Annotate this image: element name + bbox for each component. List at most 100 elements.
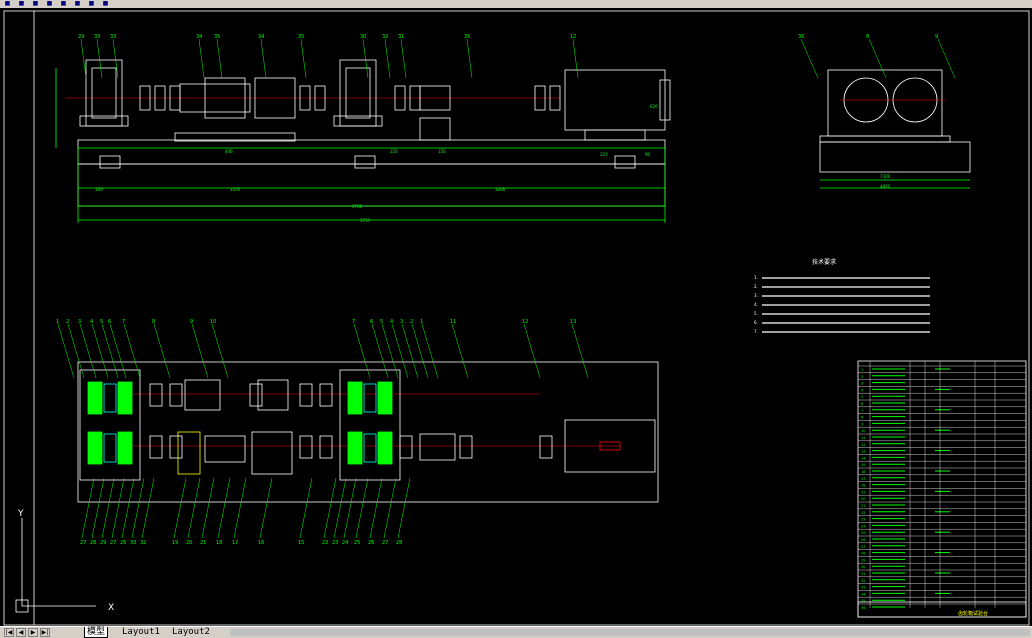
table-cell: 32	[861, 579, 865, 583]
dimension-text: 90	[645, 152, 651, 157]
plan-leader-bottom	[355, 477, 369, 539]
plan-balloon-bottom: 17	[232, 540, 238, 546]
side-balloon: 36	[798, 34, 804, 40]
plan-balloon-bottom: 25	[354, 540, 360, 546]
gear-highlight	[103, 433, 117, 463]
side-balloon: 9	[935, 34, 938, 40]
plan-balloon-bottom: 15	[298, 540, 304, 546]
table-cell: 35	[861, 599, 865, 603]
plan-motor	[564, 419, 656, 473]
plan-balloon-top: 4	[390, 319, 393, 325]
table-cell: 22	[861, 511, 865, 515]
plan-balloon-top: 2	[410, 319, 413, 325]
properties-icon[interactable]: ■	[88, 0, 95, 7]
save-icon[interactable]: ■	[4, 0, 11, 7]
gear-highlight	[363, 383, 377, 413]
zoom-icon[interactable]: ■	[74, 0, 81, 7]
bearing-highlight	[87, 381, 103, 415]
outer-frame	[3, 10, 1030, 626]
last-layout-button[interactable]: ▶|	[40, 628, 50, 637]
balloon-label: 31	[398, 34, 404, 40]
side-base	[819, 141, 971, 173]
plan-leader-top	[109, 323, 127, 379]
layer-icon[interactable]: ■	[102, 0, 109, 7]
dimension-text: 3206	[495, 187, 506, 192]
plan-balloon-top: 1	[420, 319, 423, 325]
leader-line	[260, 38, 267, 79]
plan-leader-top	[91, 323, 109, 379]
side-gearbox	[827, 69, 943, 137]
plan-leader-bottom	[217, 477, 231, 539]
plan-leader-bottom	[173, 477, 187, 539]
loader-body	[204, 77, 246, 119]
drive-motor	[564, 69, 666, 131]
balloon-label: 29	[78, 34, 84, 40]
bearing-highlight	[377, 431, 393, 465]
torque-sensor-housing	[179, 83, 251, 113]
notes-title: 技术要求	[812, 258, 836, 266]
plan-leader-bottom	[299, 477, 313, 539]
plan-coupling-bottom	[459, 435, 473, 459]
drawing-frame	[3, 10, 1030, 626]
plan-balloon-bottom: 33	[130, 540, 136, 546]
plan-coupling-top	[169, 383, 183, 407]
print-icon[interactable]: ■	[18, 0, 25, 7]
plan-leader-bottom	[201, 477, 215, 539]
plan-balloon-top: 7	[122, 319, 125, 325]
redo-icon[interactable]: ■	[46, 0, 53, 7]
table-cell: 6	[861, 402, 863, 406]
first-layout-button[interactable]: |◀	[4, 628, 14, 637]
plan-balloon-bottom: 26	[368, 540, 374, 546]
plan-coupling-bottom	[399, 435, 413, 459]
undo-icon[interactable]: ■	[32, 0, 39, 7]
table-cell: 36	[861, 606, 865, 610]
prev-layout-button[interactable]: ◀	[16, 628, 26, 637]
sensor-bracket	[419, 117, 451, 141]
dimension-text: 5757	[360, 218, 371, 223]
plan-leader-bottom	[121, 477, 135, 539]
dimension-text: 320	[600, 152, 608, 157]
table-cell: 2	[861, 375, 863, 379]
ucs-x-label: X	[108, 603, 114, 613]
table-cell: 17	[861, 477, 865, 481]
plan-balloon-top: 1	[56, 319, 59, 325]
plan-balloon-top: 7	[352, 319, 355, 325]
table-cell: 14	[861, 456, 866, 460]
plan-balloon-top: 2	[66, 319, 69, 325]
next-layout-button[interactable]: ▶	[28, 628, 38, 637]
balloon-label: 12	[570, 34, 576, 40]
dimension-text: 446	[225, 149, 233, 154]
plan-leader-top	[57, 323, 75, 379]
plan-balloon-top: 6	[370, 319, 373, 325]
layout-tab-bar: |◀◀▶▶| 模型 Layout1 Layout2	[0, 626, 1032, 638]
table-cell: 1	[861, 368, 863, 372]
coupling	[394, 85, 406, 111]
plan-balloon-top: 11	[450, 319, 456, 325]
pan-icon[interactable]: ■	[60, 0, 67, 7]
plan-leader-top	[67, 323, 85, 379]
plan-leader-bottom	[91, 477, 105, 539]
plan-balloon-top: 3	[78, 319, 81, 325]
leader-line	[198, 38, 205, 79]
balloon-label: 30	[360, 34, 366, 40]
horizontal-scrollbar[interactable]	[230, 629, 1030, 636]
table-cell: 5	[861, 395, 863, 399]
note-line: 3.	[754, 293, 758, 298]
plan-leader-top	[421, 323, 439, 379]
tab-模型[interactable]: 模型	[84, 627, 109, 638]
speed-sensor	[419, 85, 451, 111]
table-cell: 8	[861, 416, 863, 420]
coupling	[534, 85, 546, 111]
base-frame	[77, 139, 666, 165]
tab-layout1[interactable]: Layout1	[122, 627, 160, 637]
table-cell: 13	[861, 450, 865, 454]
bearing-highlight	[117, 431, 133, 465]
tab-layout2[interactable]: Layout2	[172, 627, 210, 637]
plan-balloon-bottom: 32	[140, 540, 146, 546]
plan-base	[77, 361, 659, 503]
plan-coupling-bottom	[169, 435, 183, 459]
table-cell: 26	[861, 538, 865, 542]
